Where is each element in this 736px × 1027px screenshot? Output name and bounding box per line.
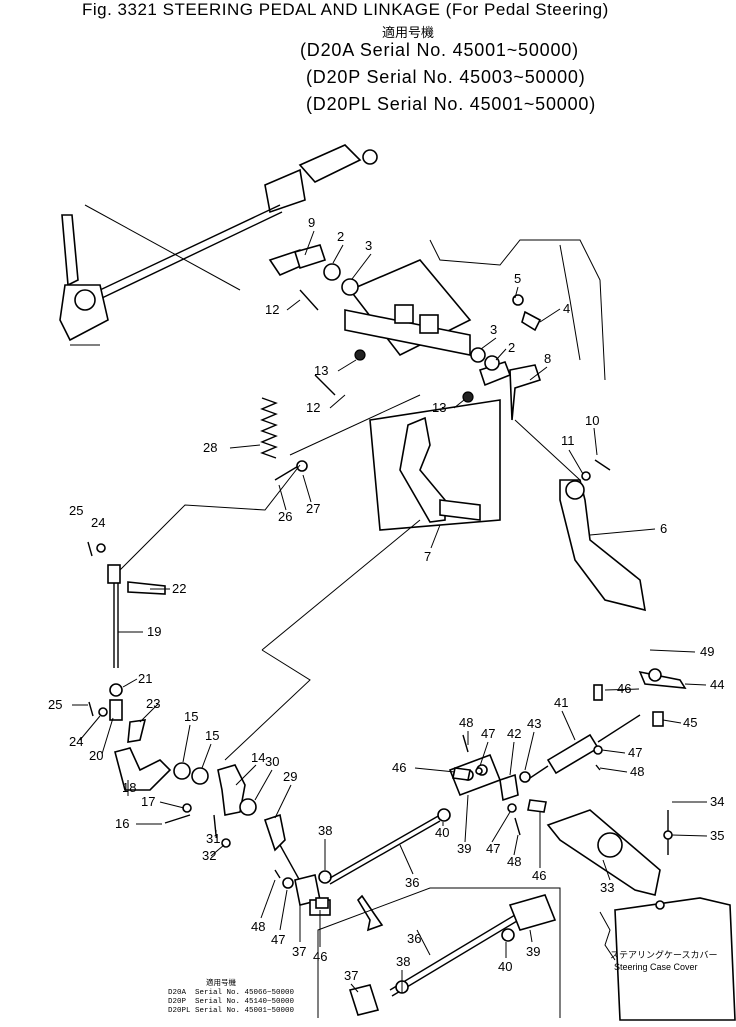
pedal-bracket-assembly	[268, 239, 646, 612]
callout-48: 48	[459, 715, 473, 730]
callout-15: 15	[184, 709, 198, 724]
callout-15: 15	[205, 728, 219, 743]
callout-24: 24	[91, 515, 105, 530]
callout-41: 41	[554, 695, 568, 710]
callout-14: 14	[251, 750, 265, 765]
callout-25: 25	[69, 503, 83, 518]
callout-36: 36	[405, 875, 419, 890]
callout-13: 13	[314, 363, 328, 378]
callout-32: 32	[202, 848, 216, 863]
figure-title: Fig. 3321 STEERING PEDAL AND LINKAGE (Fo…	[82, 0, 609, 19]
callout-2: 2	[337, 229, 344, 244]
callout-5: 5	[514, 271, 521, 286]
callout-47: 47	[271, 932, 285, 947]
callout-40: 40	[435, 825, 449, 840]
model-serial-row: (D20P Serial No. 45003~50000)	[306, 67, 586, 87]
callout-21: 21	[138, 671, 152, 686]
callout-47: 47	[481, 726, 495, 741]
callout-39: 39	[526, 944, 540, 959]
footnote-row: D20PL Serial No. 45001~50000	[168, 1007, 295, 1015]
callout-2: 2	[508, 340, 515, 355]
model-serial-row: (D20A Serial No. 45001~50000)	[300, 40, 579, 60]
callout-42: 42	[507, 726, 521, 741]
callout-18: 18	[122, 780, 136, 795]
callout-48: 48	[251, 919, 265, 934]
footnote-row: D20A Serial No. 45066~50000	[168, 989, 295, 997]
callout-23: 23	[146, 696, 160, 711]
callout-11: 11	[561, 433, 575, 448]
callout-46: 46	[392, 760, 406, 775]
alt-configuration-inset	[317, 887, 561, 1018]
callout-30: 30	[265, 754, 279, 769]
leader-paths	[119, 394, 581, 761]
cover-label-en: Steering Case Cover	[614, 962, 698, 972]
rod-assembly-19	[87, 541, 257, 848]
callout-37: 37	[344, 968, 358, 983]
figure-header: Fig. 3321 STEERING PEDAL AND LINKAGE (Fo…	[0, 0, 736, 120]
callout-44: 44	[710, 677, 724, 692]
callout-17: 17	[141, 794, 155, 809]
callout-28: 28	[203, 440, 217, 455]
callout-38: 38	[396, 954, 410, 969]
model-serial-row: (D20PL Serial No. 45001~50000)	[306, 94, 597, 114]
callout-37: 37	[292, 944, 306, 959]
callout-33: 33	[600, 880, 614, 895]
callout-43: 43	[527, 716, 541, 731]
callout-16: 16	[115, 816, 129, 831]
footnote-heading: 適用号機	[206, 980, 236, 988]
cover-label-jp: ステアリングケースカバー	[610, 949, 718, 960]
callout-3: 3	[365, 238, 372, 253]
callout-47: 47	[486, 841, 500, 856]
footnote-row: D20P Serial No. 45140~50000	[168, 998, 295, 1006]
callout-46: 46	[313, 949, 327, 964]
callout-35: 35	[710, 828, 724, 843]
steering-case-cover	[599, 897, 736, 1021]
callout-3: 3	[490, 322, 497, 337]
callout-49: 49	[700, 644, 714, 659]
callout-46: 46	[532, 868, 546, 883]
return-spring	[260, 397, 308, 481]
callout-39: 39	[457, 841, 471, 856]
lower-linkage	[263, 668, 687, 932]
callout-36: 36	[407, 931, 421, 946]
callout-leaders	[72, 230, 708, 993]
callout-29: 29	[283, 769, 297, 784]
callout-25: 25	[48, 697, 62, 712]
callout-9: 9	[308, 215, 315, 230]
upper-linkage-assembly	[59, 144, 378, 346]
applicability-footnote: 適用号機 D20A Serial No. 45066~50000 D20P Se…	[168, 980, 294, 1016]
callout-22: 22	[172, 581, 186, 596]
applicability-label: 適用号機	[382, 25, 435, 40]
callout-34: 34	[710, 794, 724, 809]
callout-27: 27	[306, 501, 320, 516]
callout-24: 24	[69, 734, 83, 749]
callout-26: 26	[278, 509, 292, 524]
callout-45: 45	[683, 715, 697, 730]
callout-7: 7	[424, 549, 431, 564]
callout-48: 48	[630, 764, 644, 779]
callout-20: 20	[89, 748, 103, 763]
callout-48: 48	[507, 854, 521, 869]
callout-47: 47	[628, 745, 642, 760]
callout-8: 8	[544, 351, 551, 366]
callout-12: 12	[306, 400, 320, 415]
callout-13: 13	[432, 400, 446, 415]
callout-labels: 9 2 3 5 4 12 3 2 8 13 12 13 10 11 28 27 …	[48, 215, 724, 983]
callout-6: 6	[660, 521, 667, 536]
callout-4: 4	[563, 301, 570, 316]
callout-40: 40	[498, 959, 512, 974]
callout-12: 12	[265, 302, 279, 317]
callout-38: 38	[318, 823, 332, 838]
callout-46: 46	[617, 681, 631, 696]
callout-19: 19	[147, 624, 161, 639]
callout-10: 10	[585, 413, 599, 428]
callout-31: 31	[206, 831, 220, 846]
